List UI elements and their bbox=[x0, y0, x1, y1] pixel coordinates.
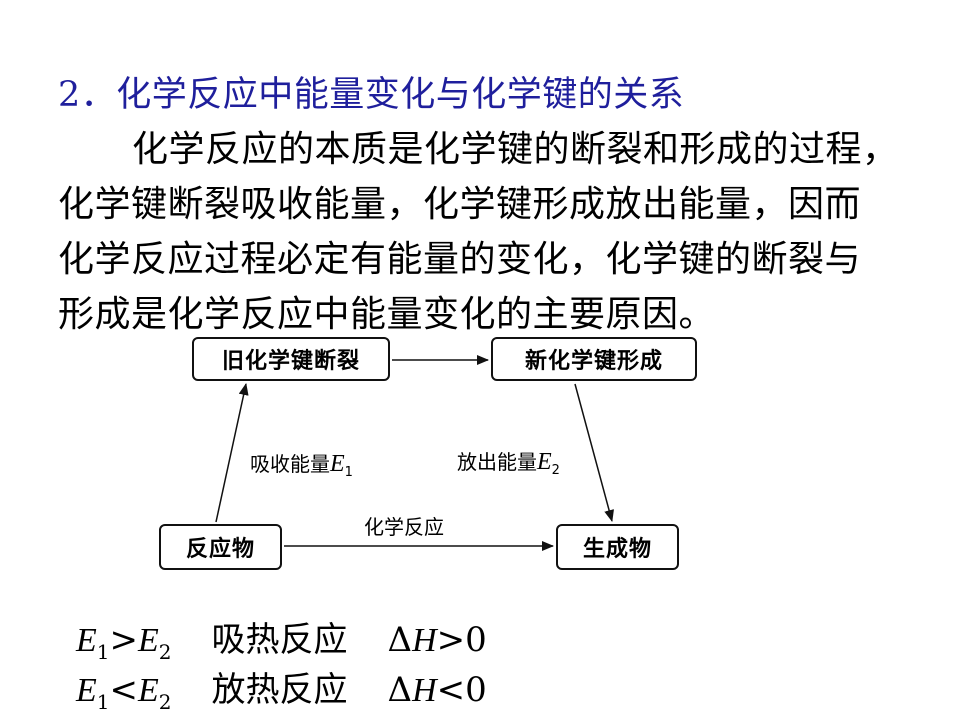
release-energy-subscript: 2 bbox=[551, 463, 560, 478]
e1-subscript: 1 bbox=[96, 689, 110, 714]
section-heading: 2．化学反应中能量变化与化学键的关系 bbox=[58, 75, 685, 115]
paragraph-line: 化学键断裂吸收能量，化学键形成放出能量，因而 bbox=[58, 184, 862, 225]
paragraph-line: 化学反应过程必定有能量的变化，化学键的断裂与 bbox=[58, 239, 862, 280]
comparison-operator: > bbox=[109, 620, 139, 660]
paragraph-line: 形成是化学反应中能量变化的主要原因。 bbox=[58, 294, 716, 335]
new-bonds-form-box: 新化学键形成 bbox=[491, 337, 697, 381]
absorb-energy-text: 吸收能量 bbox=[250, 452, 330, 476]
release-energy-text: 放出能量 bbox=[457, 450, 537, 474]
delta-symbol: Δ bbox=[387, 620, 413, 660]
old-bonds-break-box: 旧化学键断裂 bbox=[192, 337, 390, 381]
enthalpy-symbol: H bbox=[412, 622, 437, 659]
absorb-energy-symbol: E bbox=[330, 451, 345, 477]
enthalpy-comparison: <0 bbox=[436, 670, 487, 710]
arrow-new-to-products bbox=[574, 383, 614, 522]
e2-symbol: E bbox=[138, 672, 159, 709]
e2-subscript: 2 bbox=[158, 689, 172, 714]
enthalpy-symbol: H bbox=[412, 672, 437, 709]
e1-subscript: 1 bbox=[96, 639, 110, 664]
chemical-reaction-label: 化学反应 bbox=[364, 515, 444, 539]
absorb-energy-subscript: 1 bbox=[344, 465, 353, 480]
comparison-operator: < bbox=[109, 670, 139, 710]
e2-symbol: E bbox=[138, 622, 159, 659]
explanation-paragraph: 化学反应的本质是化学键的断裂和形成的过程， 化学键断裂吸收能量，化学键形成放出能… bbox=[58, 122, 928, 342]
release-energy-symbol: E bbox=[537, 449, 552, 475]
arrow-reactants-to-old bbox=[215, 383, 249, 523]
reaction-kind: 吸热反应 bbox=[211, 620, 348, 660]
delta-symbol: Δ bbox=[387, 670, 413, 710]
absorb-energy-label: 吸收能量E1 bbox=[250, 448, 353, 480]
reaction-kind: 放热反应 bbox=[211, 670, 348, 710]
e1-symbol: E bbox=[76, 672, 97, 709]
e2-subscript: 2 bbox=[158, 639, 172, 664]
e1-symbol: E bbox=[76, 622, 97, 659]
enthalpy-comparison: >0 bbox=[436, 620, 487, 660]
release-energy-label: 放出能量E2 bbox=[457, 446, 560, 478]
paragraph-line: 化学反应的本质是化学键的断裂和形成的过程， bbox=[132, 129, 899, 170]
reactants-box: 反应物 bbox=[159, 524, 282, 570]
products-box: 生成物 bbox=[556, 524, 679, 570]
